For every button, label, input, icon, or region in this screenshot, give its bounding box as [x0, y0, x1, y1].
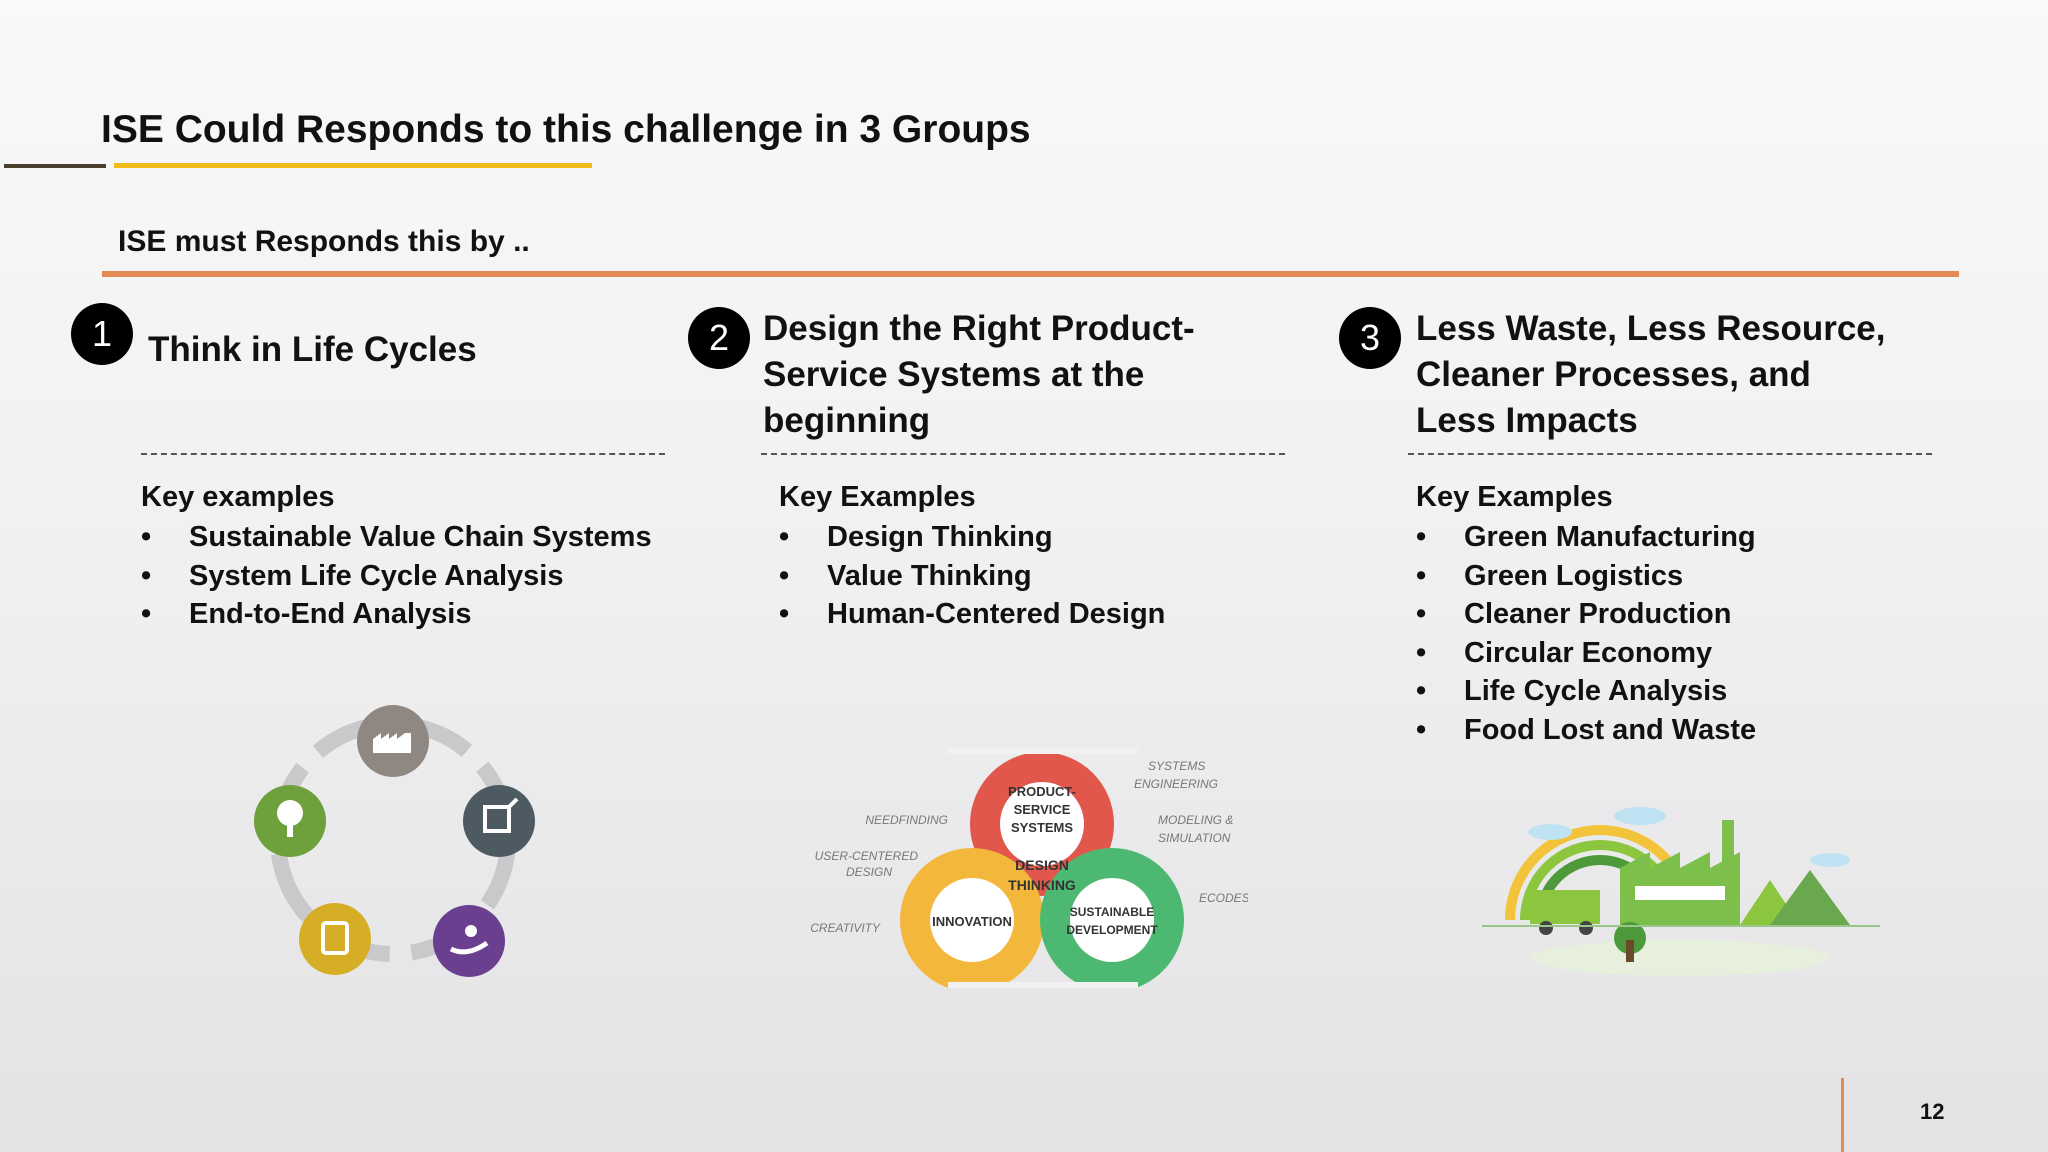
group-2-example-list: Design Thinking Value Thinking Human-Cen… — [779, 518, 1165, 634]
truck-icon — [1530, 890, 1600, 924]
group-3-divider — [1408, 453, 1932, 455]
green-factory-illustration — [1482, 807, 1880, 976]
factory-icon — [357, 705, 429, 777]
list-item: Food Lost and Waste — [1416, 711, 1756, 750]
needfinding-label: NEEDFINDING — [865, 813, 948, 827]
page-number-bar — [1841, 1078, 1844, 1152]
list-item: Green Logistics — [1416, 557, 1756, 596]
group-1-divider — [141, 453, 665, 455]
diagram-left-label: INNOVATION — [932, 914, 1012, 929]
modeling-simulation-label: MODELING &SIMULATION — [1158, 813, 1233, 845]
tree-icon — [1614, 922, 1646, 954]
group-3-heading: Less Waste, Less Resource, Cleaner Proce… — [1416, 309, 1886, 440]
creativity-label: CREATIVITY — [810, 921, 881, 935]
cloud-icon — [1528, 824, 1572, 840]
page-number: 12 — [1920, 1099, 1945, 1124]
group-1-number-badge: 1 — [71, 303, 133, 365]
group-3-number-badge: 3 — [1339, 307, 1401, 369]
group-1-examples-label: Key examples — [141, 481, 335, 513]
list-item: End-to-End Analysis — [141, 595, 652, 634]
list-item: Life Cycle Analysis — [1416, 672, 1756, 711]
slide-subtitle: ISE must Responds this by .. — [118, 225, 530, 258]
packaging-icon — [463, 785, 535, 857]
list-item: Human-Centered Design — [779, 595, 1165, 634]
tree-icon — [254, 785, 326, 857]
list-item: Sustainable Value Chain Systems — [141, 518, 652, 557]
group-3-examples-label: Key Examples — [1416, 481, 1613, 513]
title-underline-dark — [4, 164, 106, 168]
list-item: Circular Economy — [1416, 634, 1756, 673]
group-2-examples-label: Key Examples — [779, 481, 976, 513]
cloud-icon — [1810, 853, 1850, 867]
group-2-divider — [761, 453, 1285, 455]
life-cycle-illustration — [254, 705, 535, 977]
group-1-heading: Think in Life Cycles — [148, 330, 477, 369]
group-3-example-list: Green Manufacturing Green Logistics Clea… — [1416, 518, 1756, 749]
slide-title: ISE Could Responds to this challenge in … — [101, 108, 1031, 151]
recycle-icon — [299, 903, 371, 975]
list-item: Cleaner Production — [1416, 595, 1756, 634]
group-2-number-badge: 2 — [688, 307, 750, 369]
list-item: Design Thinking — [779, 518, 1165, 557]
subtitle-divider — [102, 271, 1959, 277]
group-1-example-list: Sustainable Value Chain Systems System L… — [141, 518, 652, 634]
title-underline-gold — [114, 163, 592, 168]
list-item: Value Thinking — [779, 557, 1165, 596]
ecodesign-label: ECODESIGN — [1199, 891, 1248, 905]
list-item: System Life Cycle Analysis — [141, 557, 652, 596]
hand-use-icon — [433, 905, 505, 977]
list-item: Green Manufacturing — [1416, 518, 1756, 557]
group-2-heading: Design the Right Product-Service Systems… — [763, 309, 1195, 440]
cloud-icon — [1614, 807, 1666, 825]
